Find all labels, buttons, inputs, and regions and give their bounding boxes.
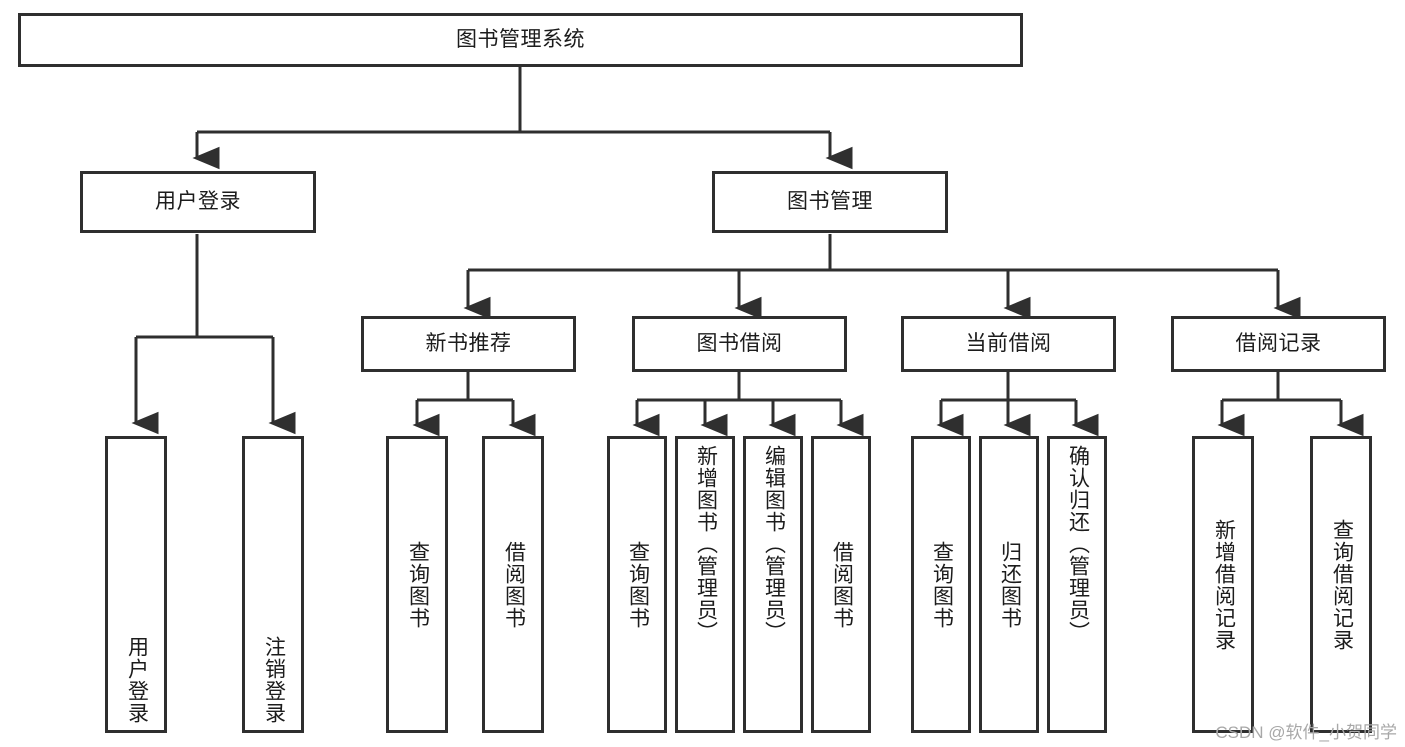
leaf-current-borrow-query-book[interactable]: 查询图书 <box>911 436 971 733</box>
node-book-management[interactable]: 图书管理 <box>712 171 948 233</box>
leaf-new-book-query-book[interactable]: 查询图书 <box>386 436 448 733</box>
node-new-book-recommend[interactable]: 新书推荐 <box>361 316 576 372</box>
watermark-text: CSDN @软件_小贺同学 <box>1215 723 1397 742</box>
leaf-current-borrow-return-book[interactable]: 归还图书 <box>979 436 1039 733</box>
node-label: 图书管理 <box>787 189 873 213</box>
node-label: 借阅图书 <box>502 540 526 629</box>
node-book-borrow[interactable]: 图书借阅 <box>632 316 847 372</box>
leaf-book-borrow-query-book[interactable]: 查询图书 <box>607 436 667 733</box>
leaf-book-borrow-add-book-admin[interactable]: 新增图书（管理员） <box>675 436 735 733</box>
leaf-user-login-logout[interactable]: 注销登录 <box>242 436 304 733</box>
leaf-borrow-record-add-record[interactable]: 新增借阅记录 <box>1192 436 1254 733</box>
node-user-login[interactable]: 用户登录 <box>80 171 316 233</box>
node-label: 确认归还（管理员） <box>1066 445 1090 643</box>
leaf-new-book-borrow-book[interactable]: 借阅图书 <box>482 436 544 733</box>
node-label: 图书借阅 <box>696 331 783 355</box>
node-label: 图书管理系统 <box>456 27 585 51</box>
node-label: 用户登录 <box>125 636 149 724</box>
node-label: 借阅图书 <box>830 540 854 629</box>
node-label: 查询图书 <box>930 540 954 629</box>
leaf-user-login-login[interactable]: 用户登录 <box>105 436 167 733</box>
node-root-book-management-system[interactable]: 图书管理系统 <box>18 13 1023 67</box>
node-label: 查询借阅记录 <box>1330 518 1354 651</box>
node-current-borrow[interactable]: 当前借阅 <box>901 316 1116 372</box>
node-label: 查询图书 <box>406 540 430 629</box>
leaf-current-borrow-confirm-return-admin[interactable]: 确认归还（管理员） <box>1047 436 1107 733</box>
node-label: 借阅记录 <box>1235 331 1322 355</box>
node-label: 新书推荐 <box>425 331 512 355</box>
node-label: 新增图书（管理员） <box>694 445 718 643</box>
node-label: 用户登录 <box>155 189 241 213</box>
node-label: 当前借阅 <box>965 331 1052 355</box>
node-label: 注销登录 <box>262 636 286 724</box>
node-label: 查询图书 <box>626 540 650 629</box>
leaf-book-borrow-edit-book-admin[interactable]: 编辑图书（管理员） <box>743 436 803 733</box>
node-borrow-record[interactable]: 借阅记录 <box>1171 316 1386 372</box>
leaf-borrow-record-query-record[interactable]: 查询借阅记录 <box>1310 436 1372 733</box>
node-label: 编辑图书（管理员） <box>762 445 786 643</box>
node-label: 新增借阅记录 <box>1212 518 1236 651</box>
leaf-book-borrow-borrow-book[interactable]: 借阅图书 <box>811 436 871 733</box>
node-label: 归还图书 <box>998 540 1022 629</box>
